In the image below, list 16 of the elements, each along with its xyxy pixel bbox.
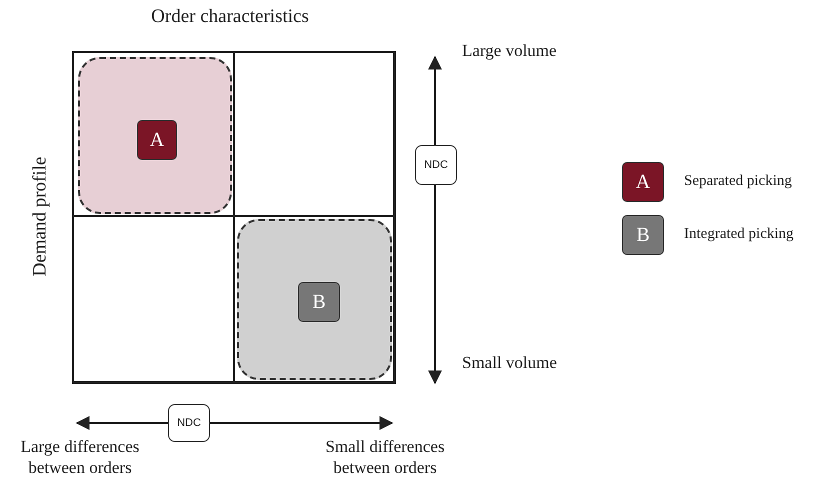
picking-badge: B (298, 282, 340, 322)
axis-title: Order characteristics (150, 6, 310, 27)
legend-text: Integrated picking (684, 225, 794, 244)
axis-title: Demand profile (30, 156, 50, 278)
matrix-cell (73, 216, 234, 382)
axis-end-label: Small differences between orders (324, 436, 446, 478)
legend-text: Separated picking (684, 172, 792, 191)
axis-end-label: Large differences between orders (20, 436, 140, 478)
ndc-tag: NDC (168, 404, 210, 442)
ndc-tag: NDC (415, 145, 457, 185)
swatch-letter: B (636, 224, 650, 246)
axis-end-label: Small volume (462, 352, 558, 373)
axis-end-label: Large volume (462, 40, 558, 61)
picking-badge: A (137, 120, 177, 160)
matrix-cell (234, 52, 394, 216)
swatch-letter: A (636, 170, 650, 194)
